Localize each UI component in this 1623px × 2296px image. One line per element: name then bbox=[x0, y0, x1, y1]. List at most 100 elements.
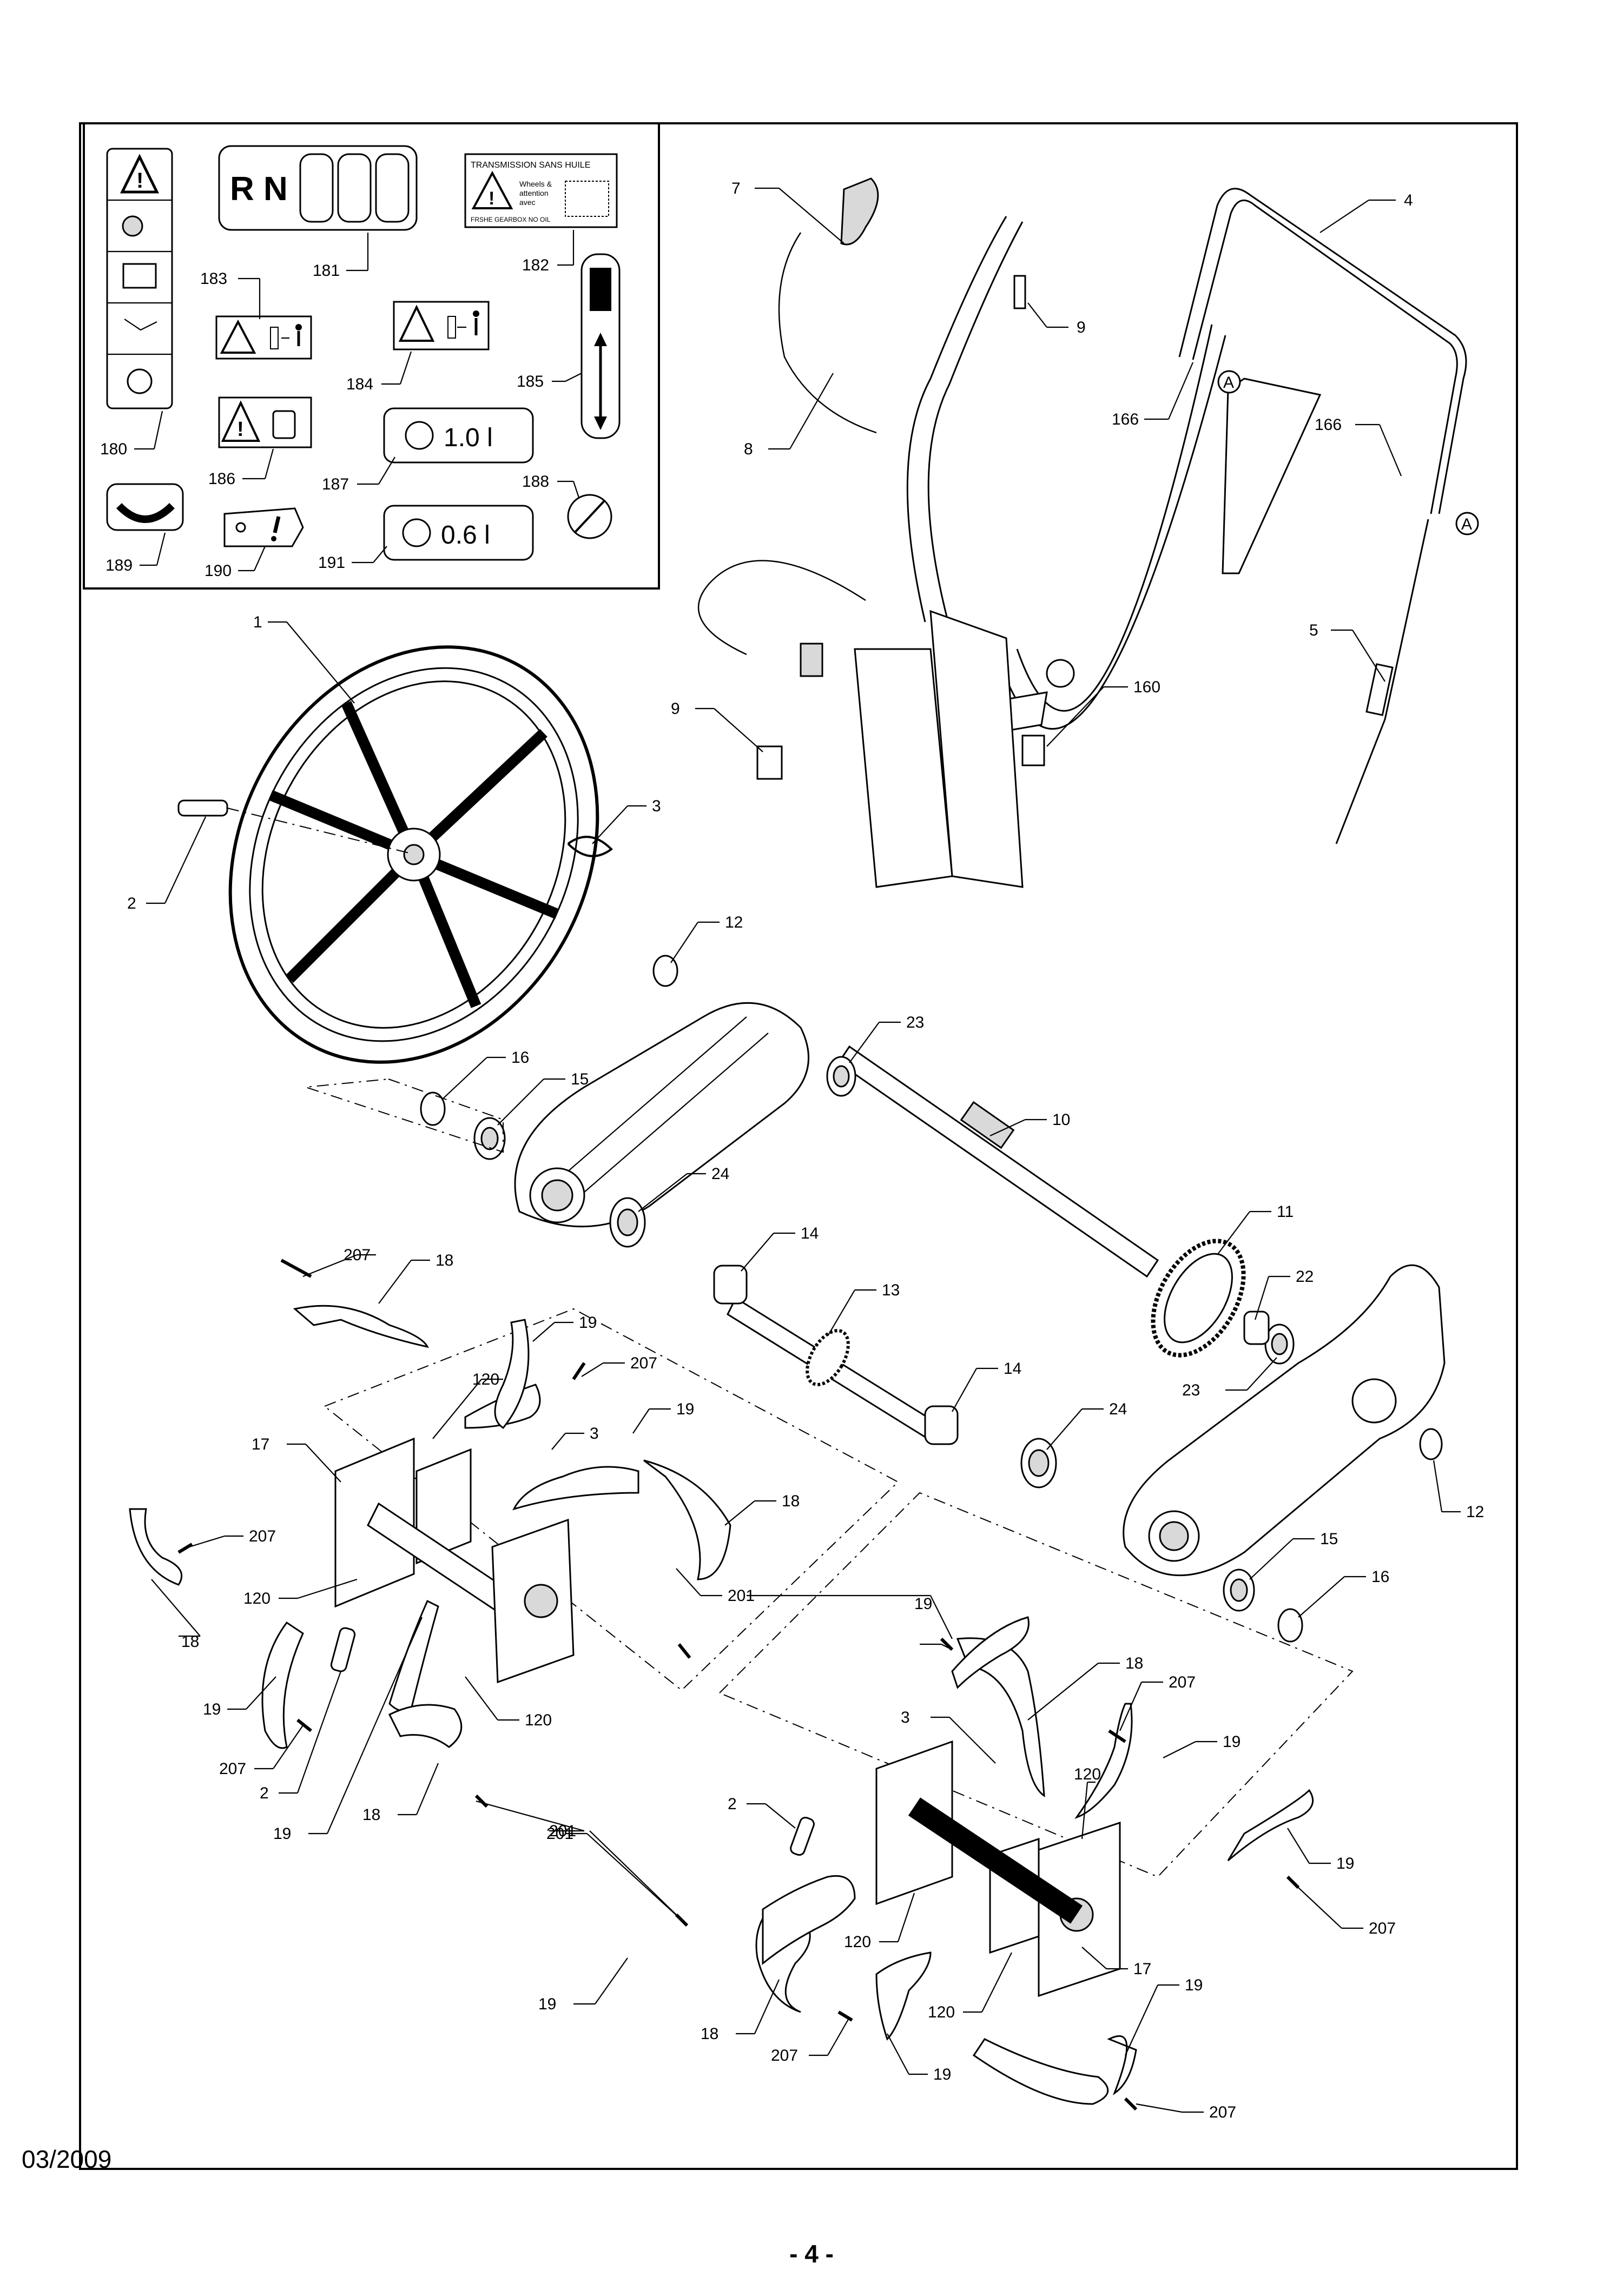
right-tine-assembly bbox=[755, 1616, 1314, 2105]
callout-19-c: 19 bbox=[203, 1701, 221, 1718]
decal-189 bbox=[106, 483, 184, 531]
main-callouts: 7 4 9 166 166 8 5 160 9 1 3 2 12 23 16 1… bbox=[127, 180, 1484, 2121]
callout-207-d: 207 bbox=[219, 1760, 246, 1778]
callout-207-b: 207 bbox=[630, 1354, 657, 1372]
callout-23-lower: 23 bbox=[1182, 1381, 1200, 1399]
callout-160: 160 bbox=[1133, 678, 1160, 696]
callout-18-a: 18 bbox=[436, 1252, 453, 1269]
callout-186: 186 bbox=[208, 470, 235, 488]
decal-187: 1.0 l bbox=[383, 407, 534, 464]
decal-182: TRANSMISSION SANS HUILE ! Wheels & atten… bbox=[464, 153, 618, 228]
callout-188: 188 bbox=[522, 473, 549, 491]
callout-4: 4 bbox=[1404, 191, 1413, 209]
footer-date: 03/2009 bbox=[22, 2145, 112, 2173]
callout-120-b: 120 bbox=[243, 1590, 270, 1607]
outer-frame bbox=[79, 122, 1518, 2170]
decal-184 bbox=[393, 301, 490, 350]
callout-3-left: 3 bbox=[590, 1425, 599, 1443]
callout-185: 185 bbox=[517, 373, 544, 391]
callout-166-left: 166 bbox=[1112, 411, 1139, 428]
callout-24-lower: 24 bbox=[1109, 1400, 1127, 1418]
svg-text:!: ! bbox=[136, 169, 143, 193]
callout-19-a: 19 bbox=[579, 1314, 597, 1332]
callout-9-lower: 9 bbox=[671, 700, 680, 718]
callout-180: 180 bbox=[100, 440, 127, 458]
decal-191-oil-text: 0.6 l bbox=[441, 521, 490, 550]
bushing-14b bbox=[924, 1405, 959, 1445]
bolts bbox=[177, 1259, 1300, 2111]
decal-183 bbox=[215, 315, 312, 360]
decal-188 bbox=[567, 494, 612, 539]
callout-19-e: 19 bbox=[914, 1595, 932, 1613]
callout-120-a: 120 bbox=[472, 1371, 499, 1388]
callout-120-c: 120 bbox=[525, 1711, 552, 1729]
callout-207-h: 207 bbox=[1209, 2103, 1236, 2121]
callout-207-f: 207 bbox=[1369, 1920, 1396, 1937]
gear-11 bbox=[1151, 1239, 1246, 1358]
callout-2-wheel: 2 bbox=[127, 895, 136, 912]
bearings-seals bbox=[420, 955, 1443, 1643]
callout-201-b: 201 bbox=[549, 1822, 576, 1840]
callout-201-c: 201 bbox=[546, 1825, 573, 1843]
shaft-10 bbox=[837, 1045, 1159, 1278]
callout-189: 189 bbox=[105, 557, 133, 574]
right-tine-group-outline bbox=[718, 1492, 1354, 1878]
decal-callouts: 183 181 182 184 185 180 186 187 188 189 … bbox=[100, 230, 582, 580]
callout-8: 8 bbox=[744, 440, 753, 458]
callout-184: 184 bbox=[346, 375, 373, 393]
handlebar-assembly: A A bbox=[697, 177, 1479, 888]
gearbox-group-outline bbox=[305, 1078, 504, 1153]
marker-a-1: A bbox=[1223, 374, 1234, 392]
callout-17-right: 17 bbox=[1133, 1960, 1151, 1978]
callout-19-h: 19 bbox=[538, 1995, 556, 2013]
right-gearbox-half bbox=[1123, 1264, 1446, 1577]
callout-1: 1 bbox=[253, 613, 262, 631]
callout-12-right: 12 bbox=[1466, 1503, 1484, 1521]
decal-182-line4: FRSHE GEARBOX NO OIL bbox=[471, 216, 551, 223]
callout-183: 183 bbox=[200, 270, 227, 288]
callout-23-upper: 23 bbox=[906, 1014, 924, 1031]
callout-19-f: 19 bbox=[1223, 1733, 1241, 1751]
callout-19-i: 19 bbox=[1185, 1976, 1203, 1994]
callout-207-c: 207 bbox=[249, 1527, 276, 1545]
callout-12-left: 12 bbox=[725, 914, 743, 931]
callout-166-right: 166 bbox=[1315, 416, 1342, 434]
callout-18-e: 18 bbox=[1125, 1655, 1143, 1672]
callout-190: 190 bbox=[204, 562, 232, 580]
callout-120-d: 120 bbox=[1074, 1765, 1101, 1783]
decal-181: R N bbox=[218, 145, 418, 231]
callout-13: 13 bbox=[882, 1281, 900, 1299]
callout-7: 7 bbox=[731, 180, 741, 197]
decal-180: ! bbox=[106, 148, 173, 409]
callout-182: 182 bbox=[522, 256, 549, 274]
page-number: - 4 - bbox=[789, 2240, 834, 2268]
bushing-14a bbox=[713, 1265, 748, 1305]
callout-187: 187 bbox=[322, 475, 349, 493]
decal-190 bbox=[223, 507, 304, 547]
callout-3-right: 3 bbox=[901, 1709, 910, 1726]
decal-186: ! bbox=[218, 396, 312, 448]
shaft-13 bbox=[727, 1296, 937, 1440]
callout-2-left: 2 bbox=[260, 1784, 269, 1802]
callout-14-upper: 14 bbox=[801, 1225, 819, 1242]
callout-19-j: 19 bbox=[933, 2066, 951, 2083]
callout-18-c: 18 bbox=[181, 1633, 199, 1651]
callout-19-g: 19 bbox=[1336, 1855, 1354, 1872]
callout-19-d: 19 bbox=[273, 1825, 291, 1843]
callout-16-right: 16 bbox=[1371, 1568, 1389, 1586]
callout-5: 5 bbox=[1309, 621, 1318, 639]
decal-181-gear-text: R N bbox=[230, 170, 288, 208]
callout-22: 22 bbox=[1296, 1268, 1314, 1286]
decal-185 bbox=[580, 253, 621, 439]
callout-18-d: 18 bbox=[362, 1806, 380, 1824]
callout-14-lower: 14 bbox=[1004, 1360, 1021, 1378]
callout-207-e: 207 bbox=[1169, 1673, 1196, 1691]
marker-a-2: A bbox=[1461, 515, 1472, 533]
callout-15-left: 15 bbox=[571, 1070, 589, 1088]
callout-10: 10 bbox=[1052, 1111, 1070, 1129]
decal-182-line3: avec bbox=[519, 198, 536, 207]
left-tine-assembly bbox=[129, 1305, 731, 1749]
left-gearbox-half bbox=[514, 1002, 809, 1228]
callout-191: 191 bbox=[318, 554, 345, 572]
